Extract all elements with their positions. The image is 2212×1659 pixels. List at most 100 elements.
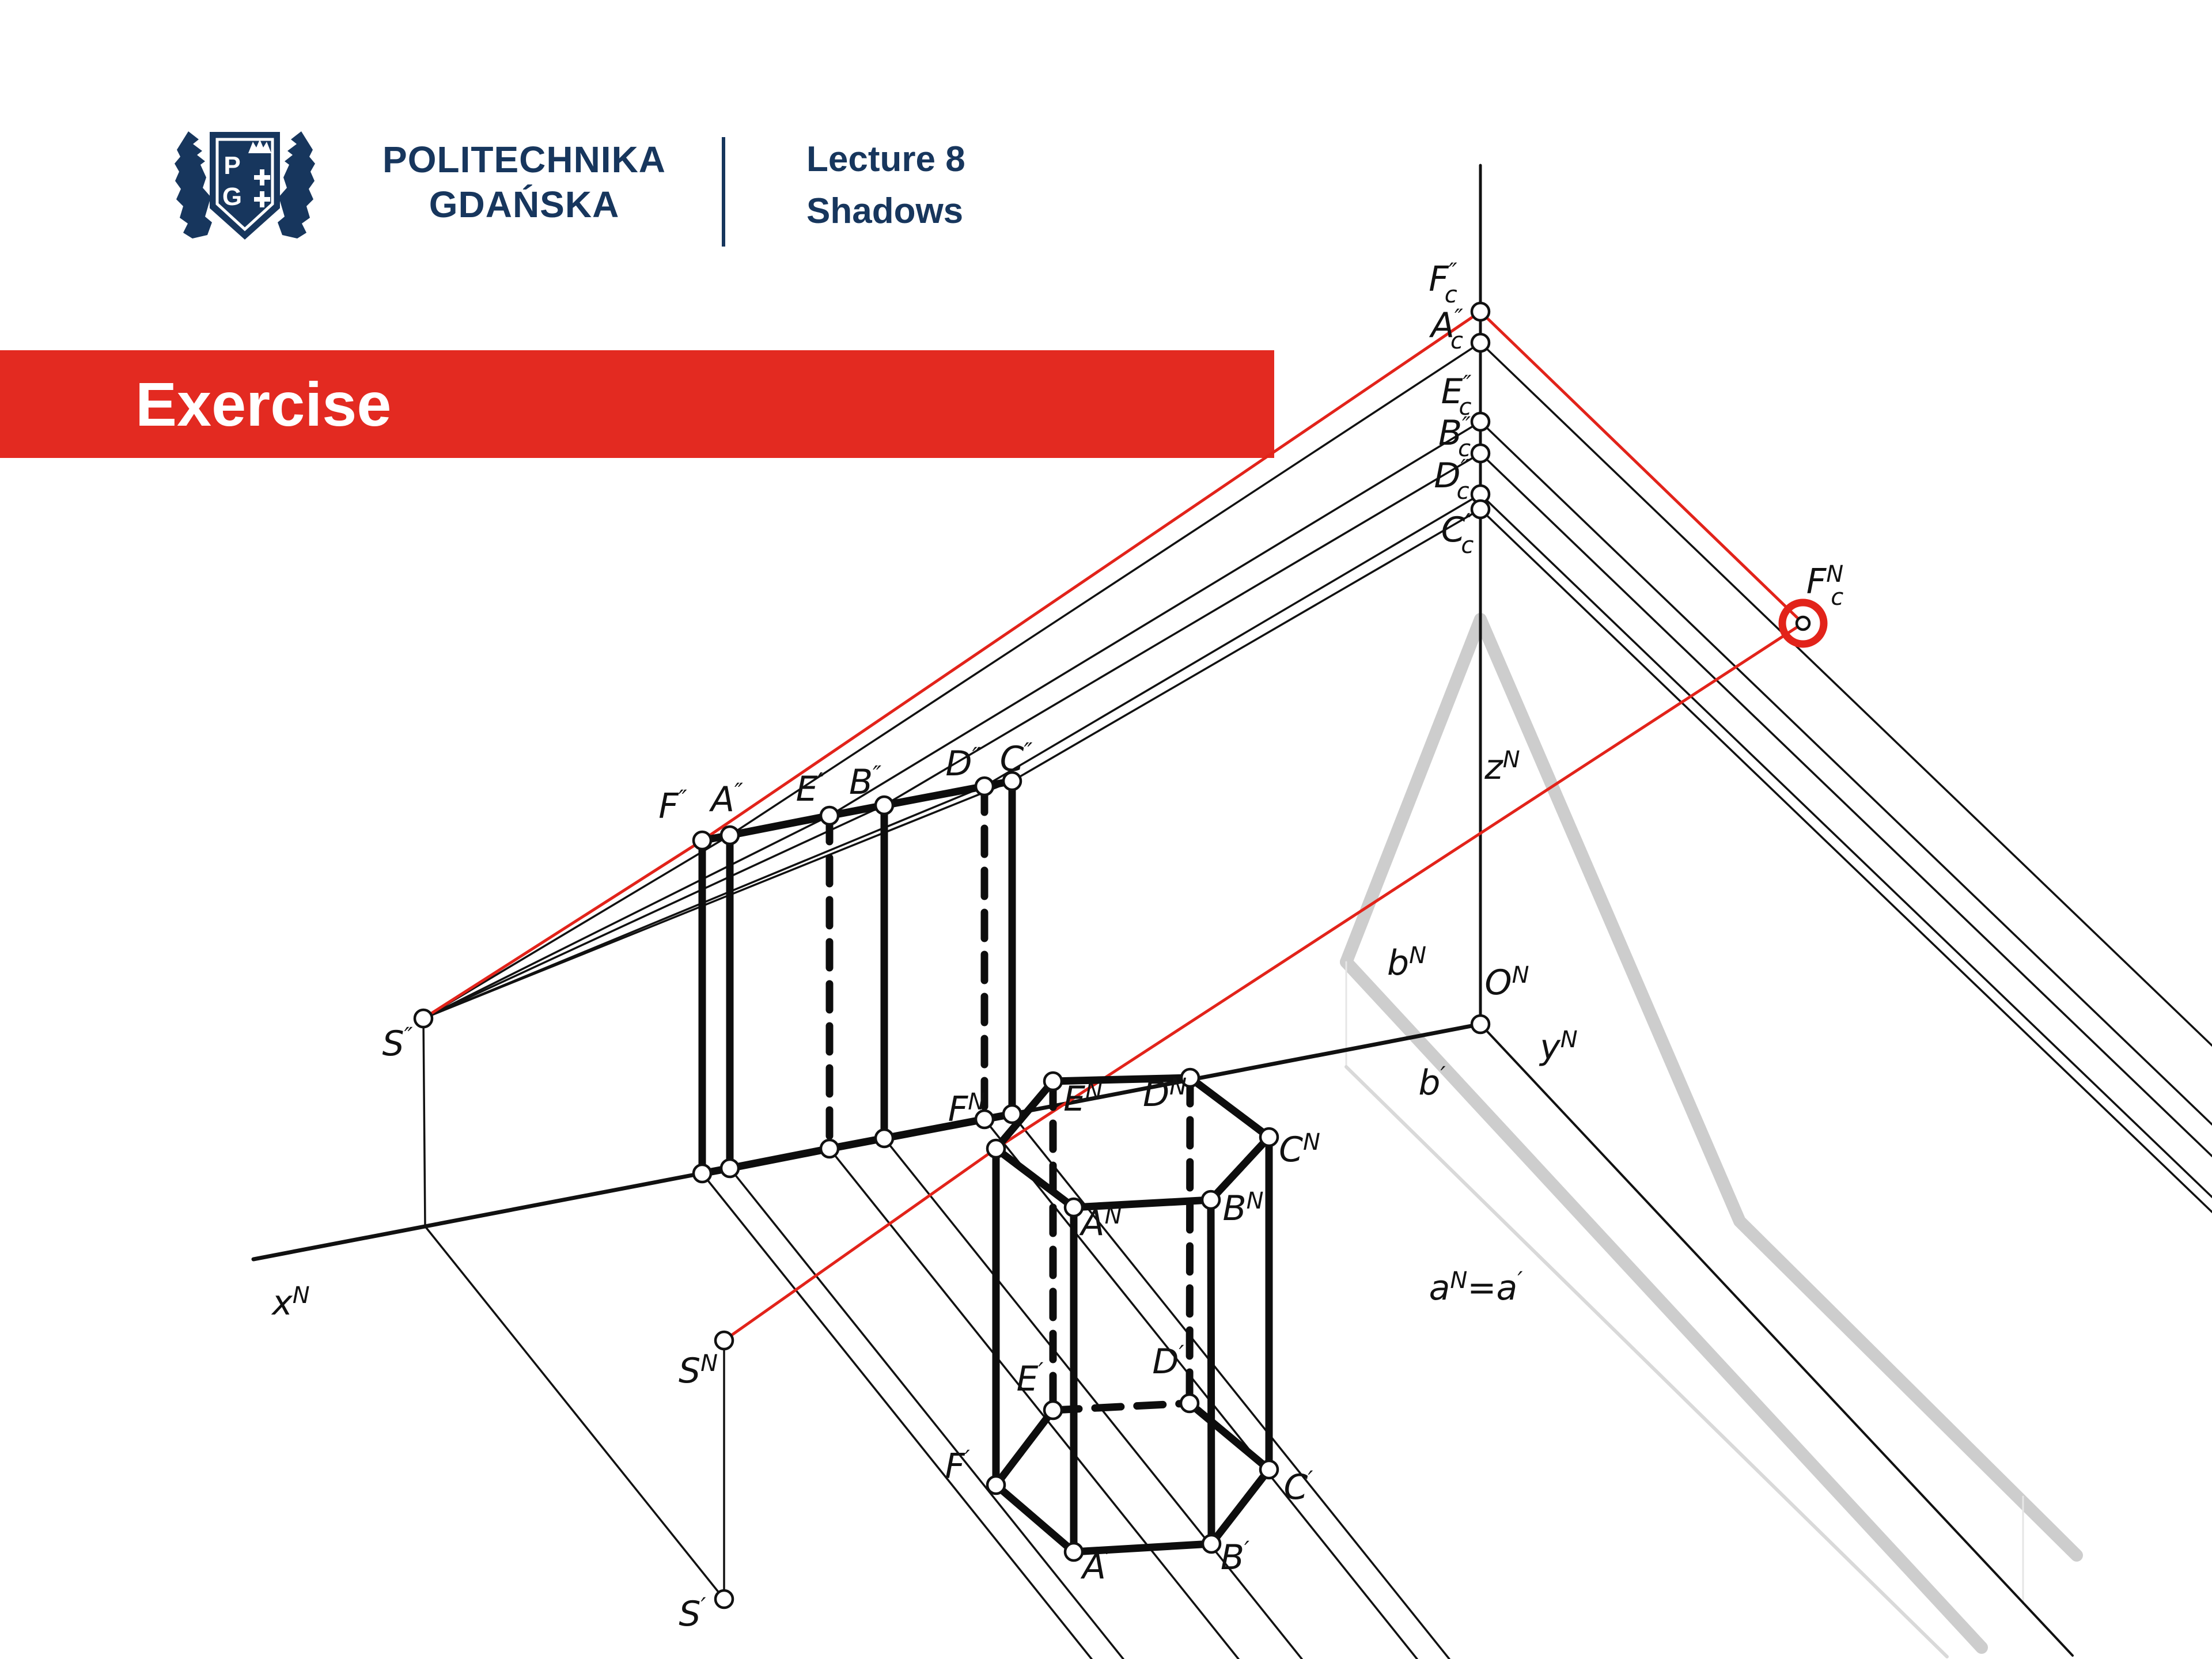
label-C1: C′ (1284, 1467, 1313, 1508)
pt-E2-top (819, 805, 840, 826)
pt-F2-bot (692, 1163, 713, 1184)
pt-A1 (1063, 1541, 1084, 1562)
axis-y-and-line-a (1479, 1023, 2074, 1657)
recall-S-transfer (424, 1225, 725, 1600)
label-D1: D′ (1152, 1341, 1184, 1382)
shield-border (215, 138, 274, 232)
label-B1: B′ (1221, 1537, 1249, 1578)
label-EN: EN (1063, 1078, 1103, 1119)
pt-A2-bot (719, 1158, 740, 1179)
label-A2c: A″c (1429, 305, 1463, 354)
axon-bottom-visible (992, 1399, 1273, 1556)
recall-F (701, 1172, 1093, 1659)
label-BN: BN (1222, 1188, 1263, 1229)
pt-F2-top (692, 830, 713, 851)
recall-A (729, 1167, 1124, 1659)
pt-D1 (1179, 1393, 1200, 1414)
label-SN: SN (679, 1350, 718, 1391)
recall-E (828, 1147, 1240, 1659)
label-D2c: D″c (1434, 455, 1469, 505)
header-divider (722, 137, 725, 247)
transfer-B (1479, 452, 2212, 1157)
ray-E (422, 421, 1482, 1020)
label-F2: F″ (658, 786, 687, 827)
transfer-A (1479, 342, 2212, 1047)
pt-C2-top (1002, 771, 1022, 791)
label-D2: D″ (945, 743, 980, 784)
university-name-line2: GDAŃSKA (429, 184, 620, 225)
label-ON: ON (1484, 962, 1529, 1003)
label-bN: bN (1387, 942, 1426, 983)
lion-left-icon (175, 131, 212, 238)
shield-icon (210, 132, 280, 240)
pt-FN (986, 1138, 1006, 1159)
lecture-title: Lecture 8 (806, 139, 965, 179)
pt-FNc (1795, 615, 1811, 631)
pt-E1 (1043, 1400, 1063, 1421)
pt-S2 (413, 1008, 434, 1029)
pt-AN (1063, 1197, 1084, 1218)
grey-line-b1 (1344, 1065, 1949, 1658)
transfer-D (1479, 493, 2212, 1198)
pt-B1 (1201, 1533, 1222, 1554)
pt-D2-top (974, 776, 995, 797)
label-E2: E″ (796, 768, 827, 809)
pt-F1 (986, 1475, 1006, 1495)
label-F2c: F″c (1429, 259, 1457, 308)
pt-SN (714, 1330, 734, 1351)
label-DN: DN (1143, 1074, 1187, 1115)
exercise-banner-label: Exercise (135, 369, 392, 439)
label-C2c: C″c (1441, 509, 1474, 559)
pt-A2-top (719, 825, 740, 846)
pt-A2c (1470, 332, 1491, 353)
pt-EN (1043, 1071, 1063, 1092)
pt-B2c (1470, 443, 1491, 464)
label-B2: B″ (849, 762, 881, 802)
recall-B (883, 1137, 1303, 1659)
label-S1: S′ (679, 1593, 706, 1634)
label-F1: F′ (945, 1446, 970, 1487)
label-E2c: E″c (1441, 371, 1472, 421)
cross-icon-1 (254, 169, 270, 185)
header: P G POLITECHNIKA GDAŃSKA Lecture 8 Shado… (0, 0, 2212, 288)
pt-C2c (1470, 499, 1491, 520)
recall-S-vertical (422, 1017, 426, 1228)
pt-S1 (714, 1589, 734, 1609)
pt-CN (1259, 1127, 1279, 1147)
university-name: POLITECHNIKA GDAŃSKA (357, 137, 691, 227)
pt-D2-bot (974, 1109, 995, 1130)
red-transfer-F (1479, 310, 1805, 625)
pt-B2-top (874, 795, 895, 816)
pt-DN (1180, 1067, 1200, 1088)
crown-icon (248, 139, 271, 153)
ray-B (422, 452, 1482, 1020)
label-AN: AN (1079, 1203, 1122, 1244)
pg-logo-crest: P G (175, 131, 315, 240)
label-S2: S″ (382, 1023, 412, 1064)
pt-F2c (1470, 301, 1491, 322)
pt-E2c (1470, 411, 1491, 432)
logo-letter-g: G (222, 183, 242, 211)
logo-letter-p: P (224, 151, 240, 180)
pt-ON (1470, 1014, 1491, 1035)
result-ring-FNc (1778, 599, 1828, 648)
pt-E2-bot (819, 1138, 840, 1159)
label-C2: C″ (1000, 738, 1033, 779)
label-zN: zN (1484, 747, 1520, 787)
pt-C1 (1259, 1459, 1279, 1480)
label-A1: A′ (1080, 1546, 1111, 1587)
pt-BN (1200, 1190, 1221, 1210)
exercise-banner: Exercise (0, 350, 1274, 458)
label-aN-a1: aN=a′ (1429, 1267, 1523, 1308)
label-FN: FN (948, 1089, 985, 1130)
lecture-subtitle: Shadows (806, 191, 964, 231)
pt-B2-bot (874, 1128, 895, 1149)
grey-line-bN (1340, 956, 1988, 1654)
label-CN: CN (1279, 1129, 1320, 1170)
transfer-C (1479, 508, 2212, 1213)
grey-light-tent (1340, 613, 2083, 1562)
label-b1: b′ (1418, 1062, 1445, 1103)
